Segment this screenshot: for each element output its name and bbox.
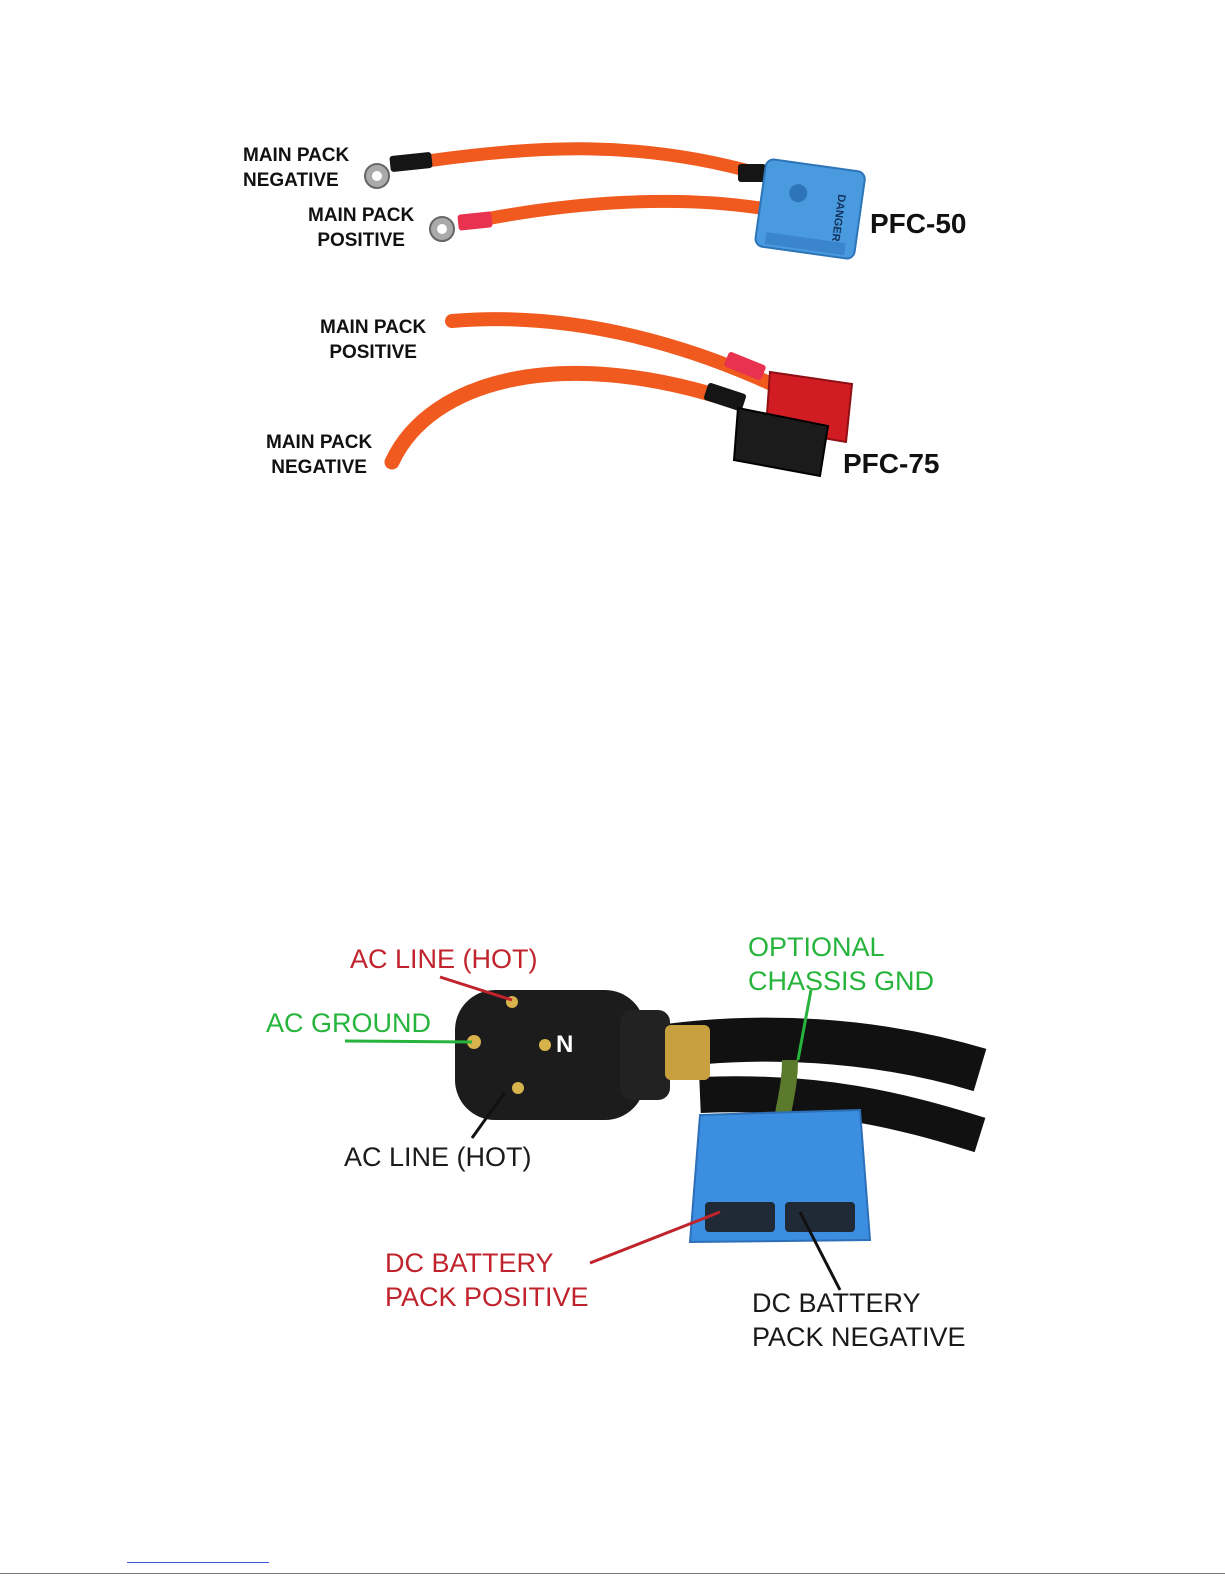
optional-chassis-gnd-label: OPTIONAL CHASSIS GND (748, 930, 934, 998)
pfc-75-connector (734, 372, 852, 476)
pfc75-negative-label: MAIN PACK NEGATIVE (266, 430, 372, 480)
pfc-50-connector: DANGER (755, 158, 866, 259)
pfc50-positive-label: MAIN PACK POSITIVE (308, 203, 414, 253)
ac-line-hot-top-label: AC LINE (HOT) (350, 942, 538, 976)
ac-line-hot-bottom-label: AC LINE (HOT) (344, 1140, 532, 1174)
pfc75-model-label: PFC-75 (843, 448, 939, 480)
footer-link-underline[interactable] (127, 1562, 269, 1563)
pfc75-positive-label: MAIN PACK POSITIVE (320, 315, 426, 365)
pfc50-negative-label: MAIN PACK NEGATIVE (243, 143, 349, 193)
ac-plug (455, 990, 710, 1120)
ac-ground-label: AC GROUND (266, 1006, 431, 1040)
ac-dc-connections-photo (0, 920, 1225, 1360)
dc-pack-positive-label: DC BATTERY PACK POSITIVE (385, 1246, 589, 1314)
neutral-label: N (556, 1028, 573, 1062)
footer-rule (0, 1573, 1225, 1574)
dc-pack-negative-label: DC BATTERY PACK NEGATIVE (752, 1286, 966, 1354)
figure-pfc-cables: DANGER MAIN PACK NEGATIVE MAIN PACK POSI… (0, 0, 1225, 520)
pfc-cables-illustration: DANGER (0, 0, 1225, 520)
dc-connector (690, 1110, 870, 1242)
figure-ac-dc-connections: AC LINE (HOT) AC GROUND N AC LINE (HOT) … (0, 920, 1225, 1360)
pfc50-model-label: PFC-50 (870, 208, 966, 240)
